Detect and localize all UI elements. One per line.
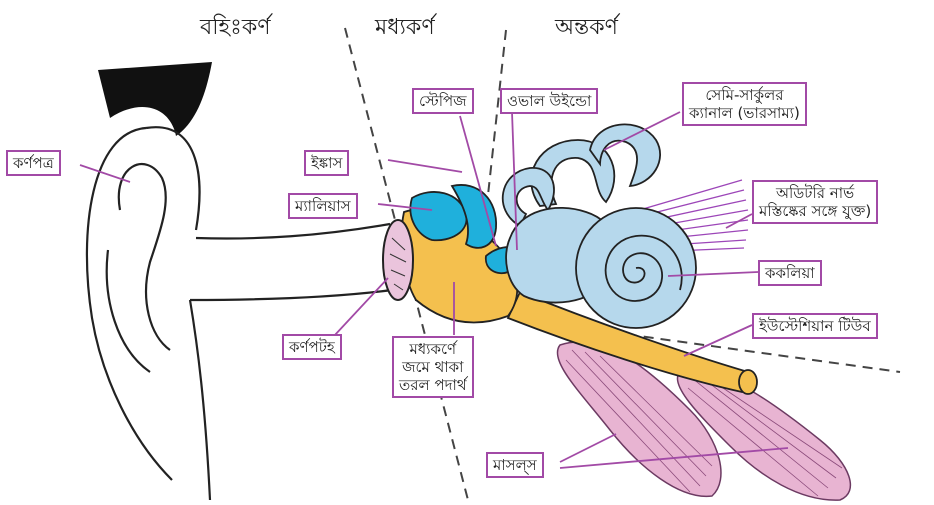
region-title-inner: অন্তকর্ণ xyxy=(555,10,618,47)
label-eustachian-tube: ইউস্টেশিয়ান টিউব xyxy=(752,313,878,339)
canal-upper xyxy=(196,224,390,238)
label-malleus: ম্যালিয়াস xyxy=(288,193,358,219)
region-title-outer: বহিঃকর্ণ xyxy=(200,10,271,47)
pinna-helix xyxy=(146,127,199,230)
label-auditory-nerve: অডিটরি নার্ভ মস্তিষ্কের সঙ্গে যুক্ত) xyxy=(752,180,878,224)
label-fluid-line-1: মধ্যকর্ণে xyxy=(399,340,467,358)
pinna-inner-fold xyxy=(119,164,170,350)
pinna-outline xyxy=(87,128,172,480)
inner-ear xyxy=(503,124,696,328)
eardrum-shape xyxy=(383,220,413,300)
label-eardrum: কর্ণপটহ xyxy=(282,334,342,360)
region-title-middle: মধ্যকর্ণ xyxy=(375,10,435,47)
label-cochlea: ককলিয়া xyxy=(758,260,822,286)
label-fluid-line-3: তরল পদার্থ xyxy=(399,376,467,394)
label-semicircular-line-2: ক্যানাল (ভারসাম্য) xyxy=(689,104,800,122)
label-muscles: মাসল্‌স xyxy=(486,452,544,478)
label-middle-ear-fluid: মধ্যকর্ণে জমে থাকা তরল পদার্থ xyxy=(392,336,474,398)
eustachian-tube-end xyxy=(739,370,757,394)
label-stapes: স্টেপিজ xyxy=(412,88,474,114)
label-pinna: কর্ণপত্র xyxy=(6,150,61,176)
label-semicircular-line-1: সেমি-সার্কুলর xyxy=(689,86,800,104)
label-fluid-line-2: জমে থাকা xyxy=(399,358,467,376)
outer-ear xyxy=(87,127,392,500)
hair-shape xyxy=(98,62,212,136)
canal-lower xyxy=(190,290,392,300)
pinna-antihelix xyxy=(107,250,150,372)
label-auditory-line-1: অডিটরি নার্ভ xyxy=(759,184,871,202)
label-oval-window: ওভাল উইন্ডো xyxy=(500,88,598,114)
label-auditory-line-2: মস্তিষ্কের সঙ্গে যুক্ত) xyxy=(759,202,871,220)
label-semicircular-canal: সেমি-সার্কুলর ক্যানাল (ভারসাম্য) xyxy=(682,82,807,126)
label-incus: ইঙ্কাস xyxy=(304,150,349,176)
neck-line xyxy=(190,300,210,500)
